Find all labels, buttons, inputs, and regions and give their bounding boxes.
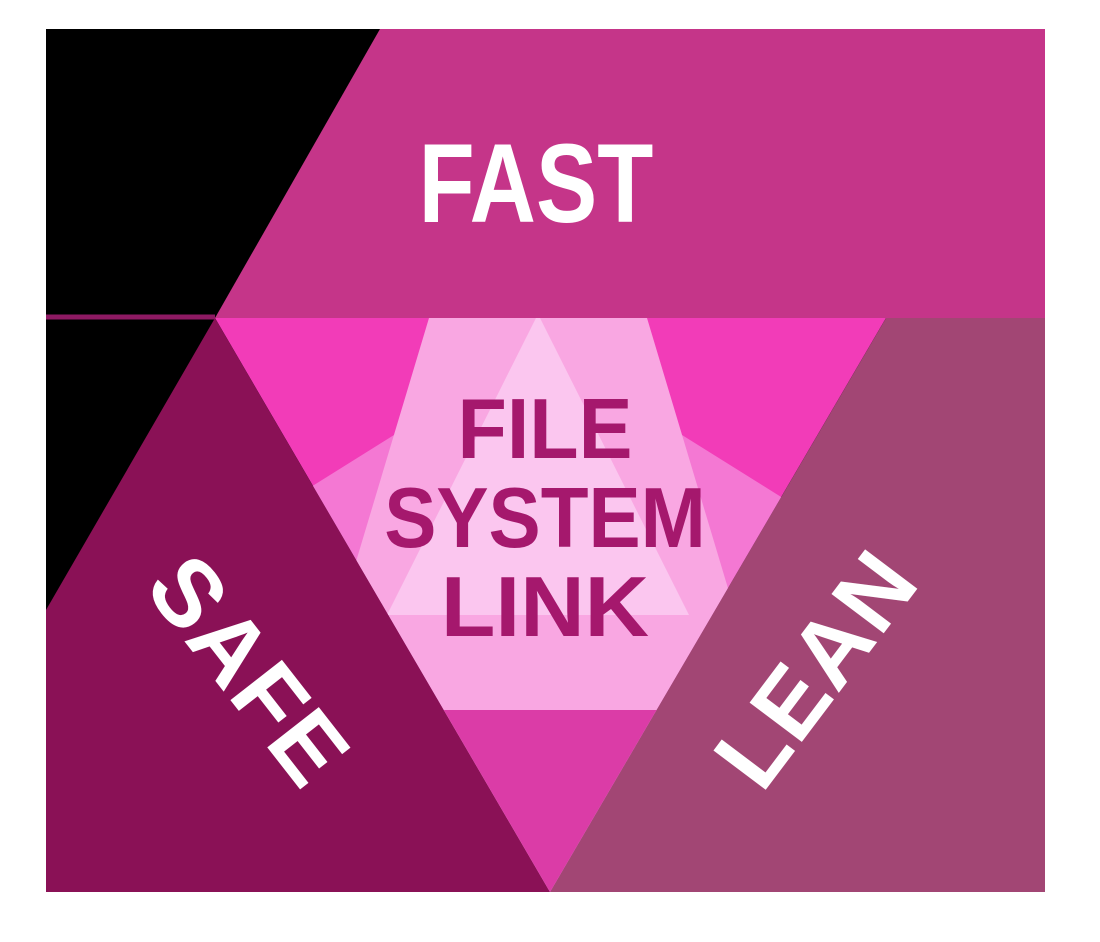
center-title-line-3: LINK [441,560,649,655]
fast-panel [215,29,1045,318]
center-title-line-2: SYSTEM [384,471,705,566]
center-title-line-1: FILE [458,381,633,476]
fast-label: FAST [419,120,654,246]
lean-panel [550,318,1045,892]
safe-panel [46,318,550,892]
overlay-lightest-triangle [387,318,689,615]
center-title: FILE SYSTEM LINK [384,381,705,654]
divider-line [46,314,215,320]
fast-label-group: FAST [419,120,654,246]
